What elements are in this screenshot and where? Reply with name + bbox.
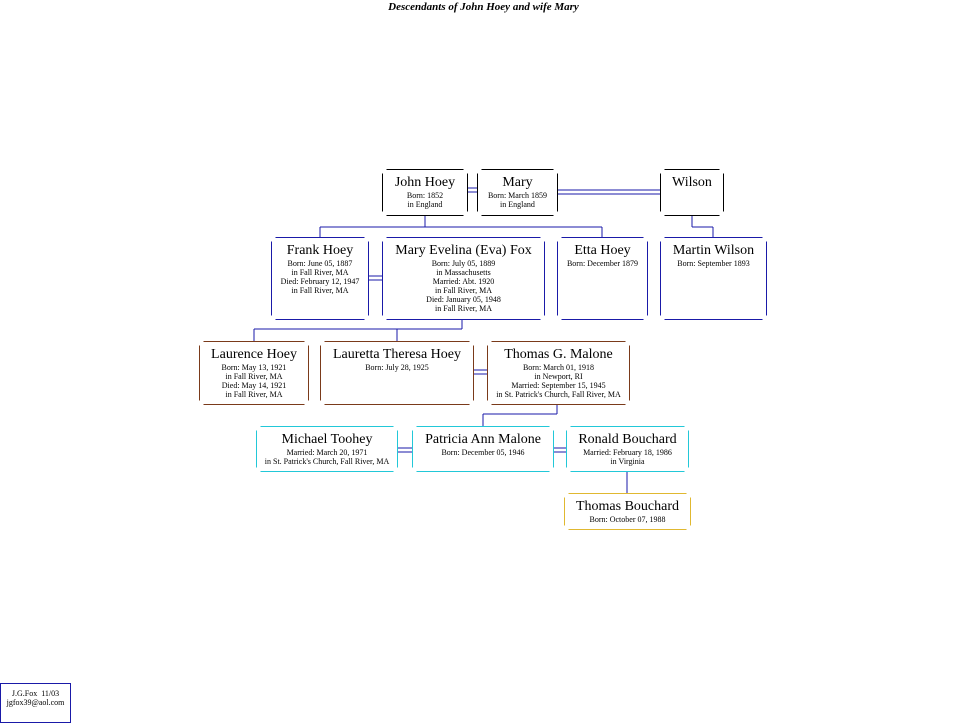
person-detail: in England [500, 200, 535, 209]
person-name: Lauretta Theresa Hoey [332, 347, 461, 362]
person-detail: in Fall River, MA [434, 304, 492, 313]
person-name: Martin Wilson [672, 243, 755, 258]
person-thomas-bouchard[interactable]: Thomas Bouchard Born: October 07, 1988 [564, 493, 691, 530]
person-name: John Hoey [394, 175, 456, 190]
person-name: Mary [502, 175, 533, 190]
person-name: Thomas G. Malone [504, 347, 613, 362]
person-detail: Born: December 1879 [566, 259, 639, 268]
person-detail: Born: October 07, 1988 [589, 515, 666, 524]
person-name: Laurence Hoey [211, 347, 297, 362]
person-detail: Born: May 13, 1921 [221, 363, 287, 372]
signature-email: jgfox39@aol.com [6, 698, 65, 707]
person-detail: in Virginia [610, 457, 645, 466]
person-detail: Married: Abt. 1920 [432, 277, 495, 286]
chart-title: Descendants of John Hoey and wife Mary [388, 1, 579, 13]
person-name: Thomas Bouchard [575, 499, 680, 514]
person-detail: in Fall River, MA [225, 390, 283, 399]
person-wilson[interactable]: Wilson [660, 169, 724, 216]
person-detail: in St. Patrick's Church, Fall River, MA [496, 390, 621, 399]
person-detail: Born: March 01, 1918 [522, 363, 595, 372]
person-frank-hoey[interactable]: Frank Hoey Born: June 05, 1887 in Fall R… [271, 237, 369, 320]
person-detail: Born: March 1859 [487, 191, 548, 200]
person-detail: in Fall River, MA [225, 372, 283, 381]
person-martin-wilson[interactable]: Martin Wilson Born: September 1893 [660, 237, 767, 320]
person-detail: in Fall River, MA [291, 286, 349, 295]
person-thomas-g-malone[interactable]: Thomas G. Malone Born: March 01, 1918 in… [487, 341, 630, 405]
person-patricia-ann-malone[interactable]: Patricia Ann Malone Born: December 05, 1… [412, 426, 554, 472]
person-detail: Died: January 05, 1948 [426, 295, 501, 304]
person-detail: Born: December 05, 1946 [441, 448, 525, 457]
person-detail: in Fall River, MA [291, 268, 349, 277]
person-john-hoey[interactable]: John Hoey Born: 1852 in England [382, 169, 468, 216]
person-detail: Born: July 05, 1889 [431, 259, 496, 268]
person-detail: in St. Patrick's Church, Fall River, MA [264, 457, 390, 466]
author-signature: J.G.Fox 11/03 jgfox39@aol.com [0, 683, 71, 723]
person-detail: in Fall River, MA [434, 286, 492, 295]
person-mary-evelina-fox[interactable]: Mary Evelina (Eva) Fox Born: July 05, 18… [382, 237, 545, 320]
person-detail: Married: March 20, 1971 [286, 448, 368, 457]
person-detail: Married: September 15, 1945 [511, 381, 606, 390]
person-detail: in Newport, RI [534, 372, 583, 381]
person-detail: Born: June 05, 1887 [287, 259, 353, 268]
person-etta-hoey[interactable]: Etta Hoey Born: December 1879 [557, 237, 648, 320]
person-name: Etta Hoey [574, 243, 631, 258]
person-detail: Married: February 18, 1986 [583, 448, 672, 457]
person-detail: Born: 1852 [406, 191, 444, 200]
person-detail: in Massachusetts [436, 268, 491, 277]
person-name: Frank Hoey [286, 243, 354, 258]
person-name: Wilson [672, 175, 712, 190]
person-name: Mary Evelina (Eva) Fox [395, 243, 532, 258]
person-detail: Born: July 28, 1925 [365, 363, 429, 372]
person-ronald-bouchard[interactable]: Ronald Bouchard Married: February 18, 19… [566, 426, 689, 472]
person-laurence-hoey[interactable]: Laurence Hoey Born: May 13, 1921 in Fall… [199, 341, 309, 405]
person-name: Michael Toohey [281, 432, 373, 447]
person-detail: Died: February 12, 1947 [280, 277, 360, 286]
person-detail: Died: May 14, 1921 [221, 381, 287, 390]
person-lauretta-theresa-hoey[interactable]: Lauretta Theresa Hoey Born: July 28, 192… [320, 341, 474, 405]
person-name: Patricia Ann Malone [425, 432, 541, 447]
person-detail: in England [407, 200, 443, 209]
person-name: Ronald Bouchard [578, 432, 677, 447]
person-mary[interactable]: Mary Born: March 1859 in England [477, 169, 558, 216]
person-michael-toohey[interactable]: Michael Toohey Married: March 20, 1971 i… [256, 426, 398, 472]
person-detail: Born: September 1893 [677, 259, 750, 268]
signature-line: J.G.Fox 11/03 [11, 689, 60, 698]
